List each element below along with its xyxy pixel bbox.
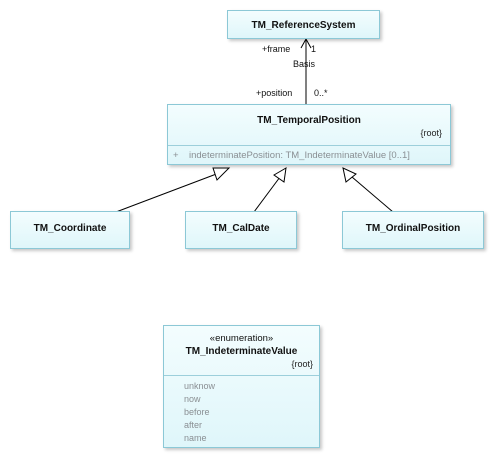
generalization-caldate-line: [253, 176, 281, 213]
generalization-coordinate-arrowhead: [212, 167, 231, 181]
compartment-divider: [164, 375, 319, 376]
enum-value: before: [184, 407, 210, 417]
enum-value: unknow: [184, 381, 216, 391]
class-name: TM_Coordinate: [33, 223, 107, 234]
class-tm-temporalposition[interactable]: TM_TemporalPosition {root} + indetermina…: [167, 104, 451, 165]
class-name: TM_OrdinalPosition: [365, 223, 461, 234]
role-position-label: +position: [256, 88, 293, 98]
enumeration-stereotype: «enumeration»: [209, 333, 274, 344]
generalization-ordinalposition-arrowhead: [342, 167, 357, 183]
multiplicity-position-label: 0..*: [314, 88, 328, 98]
enumeration-tag: {root}: [291, 359, 313, 369]
compartment-divider: [168, 145, 450, 146]
attribute-indeterminateposition: indeterminatePosition: TM_IndeterminateV…: [189, 150, 410, 161]
attribute-visibility: +: [173, 150, 179, 161]
role-frame-label: +frame: [262, 44, 291, 54]
generalization-caldate-arrowhead: [273, 167, 287, 183]
enumeration-name: TM_IndeterminateValue: [185, 346, 298, 357]
enumeration-tm-indeterminatevalue[interactable]: «enumeration» TM_IndeterminateValue {roo…: [163, 325, 320, 448]
class-name: TM_CalDate: [212, 223, 270, 234]
enum-value: now: [184, 394, 201, 404]
multiplicity-frame-label: 1: [311, 44, 317, 54]
enum-value: after: [184, 420, 203, 430]
class-tag: {root}: [420, 128, 442, 138]
class-tm-coordinate[interactable]: TM_Coordinate: [10, 211, 130, 249]
class-tm-ordinalposition[interactable]: TM_OrdinalPosition: [342, 211, 484, 249]
class-tm-referencesystem[interactable]: TM_ReferenceSystem: [227, 10, 380, 39]
generalization-coordinate-line: [115, 172, 220, 213]
class-tm-caldate[interactable]: TM_CalDate: [185, 211, 297, 249]
enum-value: name: [184, 433, 207, 443]
class-name: TM_TemporalPosition: [257, 115, 361, 126]
association-navigation-arrowhead: [300, 37, 312, 49]
association-name-label: Basis: [293, 59, 316, 69]
generalization-ordinalposition-line: [351, 176, 394, 213]
class-name: TM_ReferenceSystem: [251, 20, 356, 31]
